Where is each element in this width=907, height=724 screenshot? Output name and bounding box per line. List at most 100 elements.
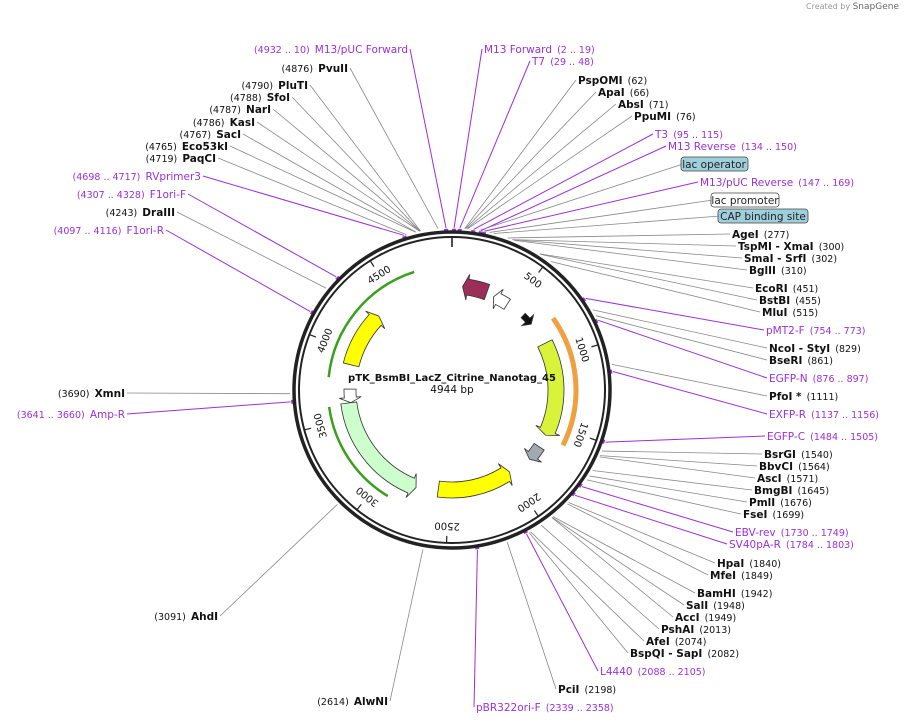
- label-name: PfoI *: [769, 391, 802, 403]
- label-name: PmlI: [749, 497, 775, 509]
- label-name: pMT2-F: [766, 325, 805, 337]
- leader-line: [512, 239, 737, 247]
- leader-line: [568, 502, 716, 564]
- site-label-bmgbi: BmgBI (1645): [754, 479, 829, 498]
- site-label-tspmi-xmai: TspMI - XmaI (300): [738, 235, 844, 254]
- label-name: PpuMI: [634, 111, 671, 123]
- leader-line: [217, 157, 407, 235]
- label-position: (1699): [773, 510, 805, 521]
- label-position: (451): [793, 284, 819, 295]
- site-label-draiii: (4243) DraIII: [106, 201, 175, 220]
- site-label-bglii: BglII (310): [749, 259, 807, 278]
- feature-f1-ori: [342, 310, 386, 368]
- leader-line: [489, 199, 714, 233]
- site-label-bstbi: BstBI (455): [759, 289, 821, 308]
- site-label-bsrgi: BsrGI (1540): [764, 443, 833, 462]
- label-position: (1942): [741, 589, 773, 600]
- label-position: (4767): [180, 130, 212, 141]
- label-name: BspQI - SapI: [630, 648, 702, 660]
- primer-binding-mark: [402, 235, 407, 240]
- primer-label-l4440: L4440 (2088 .. 2105): [600, 660, 706, 679]
- leader-line: [389, 549, 424, 702]
- label-position: (1849): [741, 571, 773, 582]
- label-position: (4307 .. 4328): [77, 190, 145, 201]
- site-label-pfoi: PfoI * (1111): [769, 385, 838, 404]
- label-position: (2082): [707, 649, 739, 660]
- leader-line: [599, 456, 756, 479]
- label-name: BseRI: [769, 355, 802, 367]
- label-name: NcoI - StyI: [769, 343, 830, 355]
- label-position: (4097 .. 4116): [54, 226, 122, 237]
- label-name: AscI: [757, 473, 782, 485]
- label-name: AlwNI: [354, 696, 388, 708]
- site-label-mfei: MfeI (1849): [710, 564, 773, 583]
- label-name: BbvCI: [759, 461, 793, 473]
- label-name: Amp-R: [90, 409, 125, 421]
- label-position: (4698 .. 4717): [73, 172, 141, 183]
- tick-label: 1000: [572, 336, 590, 364]
- primer-binding-mark: [335, 275, 340, 281]
- feature-chimeric-intron: [520, 312, 535, 327]
- leader-line: [484, 181, 699, 232]
- label-name: BstBI: [759, 295, 790, 307]
- leader-line: [551, 517, 674, 618]
- cap-binding-site-box: [717, 208, 809, 224]
- site-label-pluti: (4790) PluTI: [241, 74, 308, 93]
- plasmid-name: pTK_BsmBI_LacZ_Citrine_Nanotag_45: [348, 373, 556, 384]
- site-label-alwni: (2614) AlwNI: [317, 690, 388, 709]
- label-position: (4788): [230, 93, 262, 104]
- leader-line: [453, 48, 483, 229]
- label-name: AfeI: [646, 636, 670, 648]
- label-position: (310): [781, 266, 807, 277]
- site-label-sali: SalI (1948): [686, 594, 745, 613]
- site-label-bamhi: BamHI (1942): [697, 582, 772, 601]
- leader-line: [291, 96, 421, 232]
- site-label-apai: ApaI (66): [598, 81, 649, 100]
- leader-line: [530, 531, 645, 642]
- site-labels: (4876) PvuII(4790) PluTI(4788) SfoI(4787…: [17, 38, 879, 714]
- label-position: (2198): [585, 685, 617, 696]
- site-label-pspomi: PspOMI (62): [578, 69, 647, 88]
- label-position: (1948): [713, 601, 745, 612]
- tick-mark: [304, 427, 312, 431]
- primer-label-m13-puc-forward: (4932 .. 10) M13/pUC Forward: [254, 38, 408, 57]
- primer-label-f1ori-f: (4307 .. 4328) F1ori-F: [77, 183, 186, 202]
- feature-ori: [436, 463, 513, 499]
- label-name: EcoRI: [755, 283, 788, 295]
- label-position: (29 .. 48): [550, 57, 594, 68]
- label-name: M13 Reverse: [668, 141, 736, 153]
- label-name: EGFP-C: [767, 431, 805, 443]
- primer-binding-mark: [578, 483, 583, 488]
- leader-line: [589, 475, 748, 503]
- primer-label-m13-puc-reverse: M13/pUC Reverse (147 .. 169): [700, 171, 854, 190]
- leader-line: [242, 133, 417, 233]
- leader-line: [187, 193, 337, 278]
- lac-operator-box: [680, 156, 749, 172]
- lac-promoter-box: [710, 192, 780, 208]
- feature-citrine: [535, 339, 565, 436]
- label-name: BmgBI: [754, 485, 792, 497]
- label-position: (1784 .. 1803): [786, 540, 854, 551]
- plasmid-length: 4944 bp: [430, 384, 474, 396]
- citrine-outer-arc: [551, 316, 579, 447]
- feature-hsv-tk-promoter: [492, 288, 512, 310]
- leader-line: [574, 494, 728, 545]
- leader-line: [165, 229, 311, 312]
- label-name: L4440: [600, 666, 633, 678]
- leader-line: [595, 315, 768, 361]
- primer-binding-mark: [581, 297, 587, 302]
- label-position: (2 .. 19): [557, 45, 595, 56]
- leader-line: [526, 533, 599, 672]
- leader-line: [540, 524, 660, 630]
- label-position: (829): [835, 344, 861, 355]
- site-label-smai-srfi: SmaI - SrfI (302): [744, 247, 837, 266]
- label-name: F1ori-R: [127, 225, 164, 237]
- label-name: M13 Forward: [484, 44, 552, 56]
- feature-sv40-poly-a-signal: [524, 442, 545, 463]
- feature-ampr: [340, 401, 417, 498]
- label-name: AbsI: [618, 99, 644, 111]
- leader-line: [598, 319, 768, 379]
- label-position: (1484 .. 1505): [810, 432, 878, 443]
- primer-label-t3: T3 (95 .. 115): [654, 123, 723, 142]
